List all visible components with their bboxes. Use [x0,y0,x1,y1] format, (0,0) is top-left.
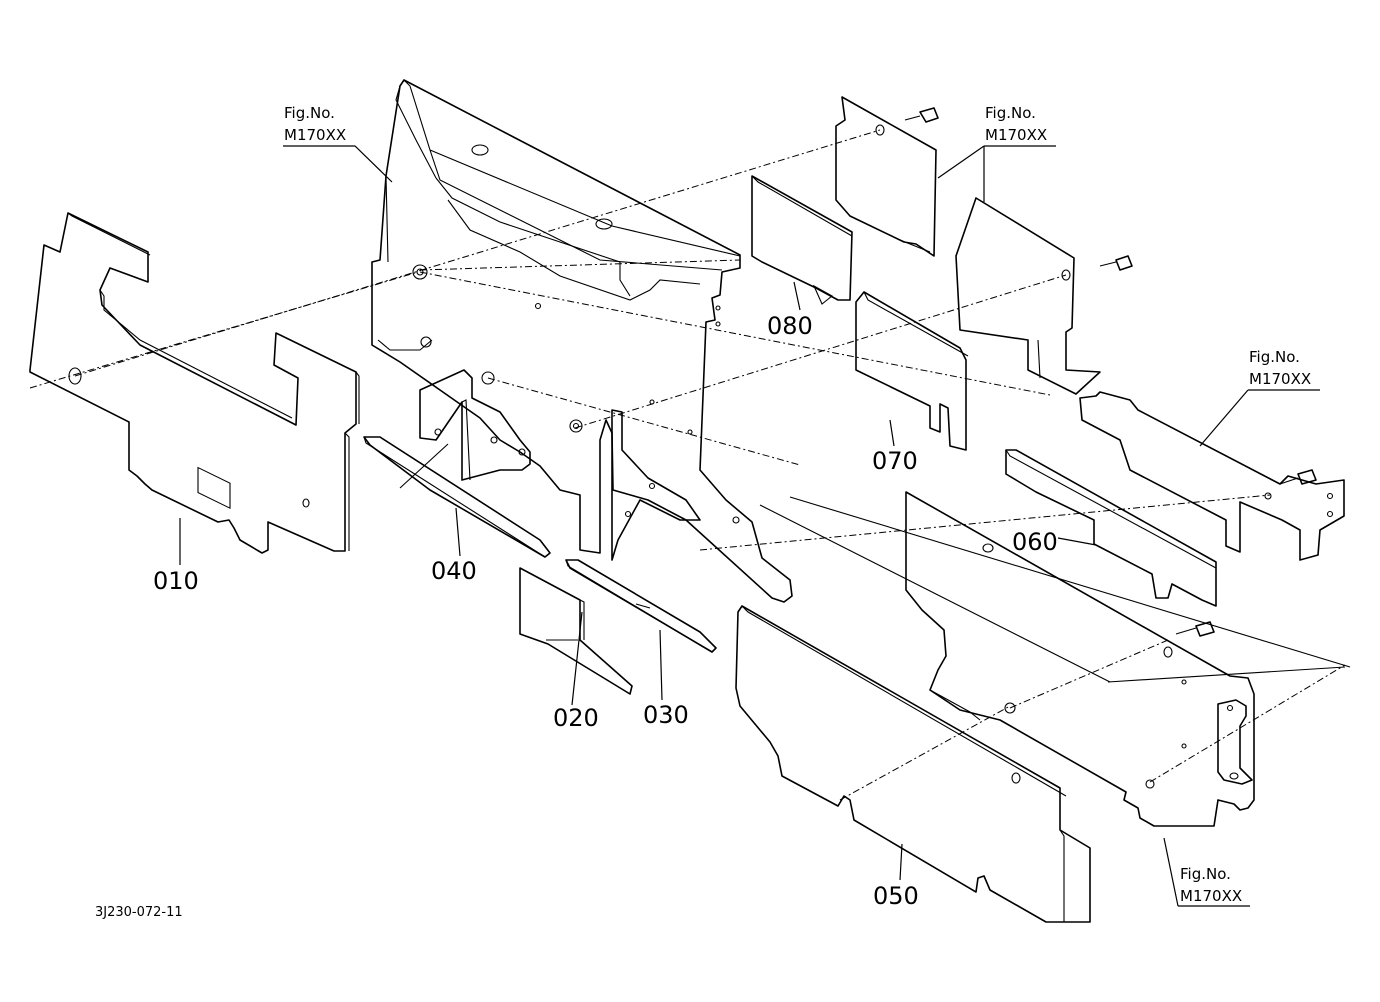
part-number-030: 030 [643,701,689,729]
assembly-lines [29,129,1351,801]
fig-ref-1: Fig.No. M170XX [284,104,346,144]
fig-ref-code: M170XX [1249,370,1311,388]
fig-ref-code: M170XX [985,126,1047,144]
upper-right-bracket [955,197,1133,395]
part-number-040: 040 [431,557,477,585]
part-020-angle [519,567,633,695]
fig-ref-label: Fig.No. [284,104,335,122]
fig-ref-label: Fig.No. [1180,865,1231,883]
fig-ref-code: M170XX [1180,887,1242,905]
fig-ref-code: M170XX [284,126,346,144]
part-070-panel [855,291,969,451]
fig-ref-label: Fig.No. [985,104,1036,122]
part-number-060: 060 [1012,528,1058,556]
right-side-bracket [1079,391,1345,561]
fig-ref-2: Fig.No. M170XX [985,104,1047,144]
part-number-010: 010 [153,567,199,595]
main-center-panel [371,79,793,603]
fig-ref-4: Fig.No. M170XX [1180,865,1242,905]
part-060-bar [1005,449,1272,607]
part-number-050: 050 [873,882,919,910]
part-number-070: 070 [872,447,918,475]
part-number-020: 020 [553,704,599,732]
part-number-080: 080 [767,312,813,340]
fig-ref-3: Fig.No. M170XX [1249,348,1311,388]
leader-lines [179,145,1320,907]
part-080-block [751,96,939,305]
part-010-cover-plate [29,212,360,554]
fig-ref-label: Fig.No. [1249,348,1300,366]
part-040-strip [363,436,551,558]
part-030-bar [565,559,717,653]
lower-right-panel [905,491,1255,827]
diagram-code: 3J230-072-11 [95,905,183,920]
part-050-panel [735,605,1091,923]
